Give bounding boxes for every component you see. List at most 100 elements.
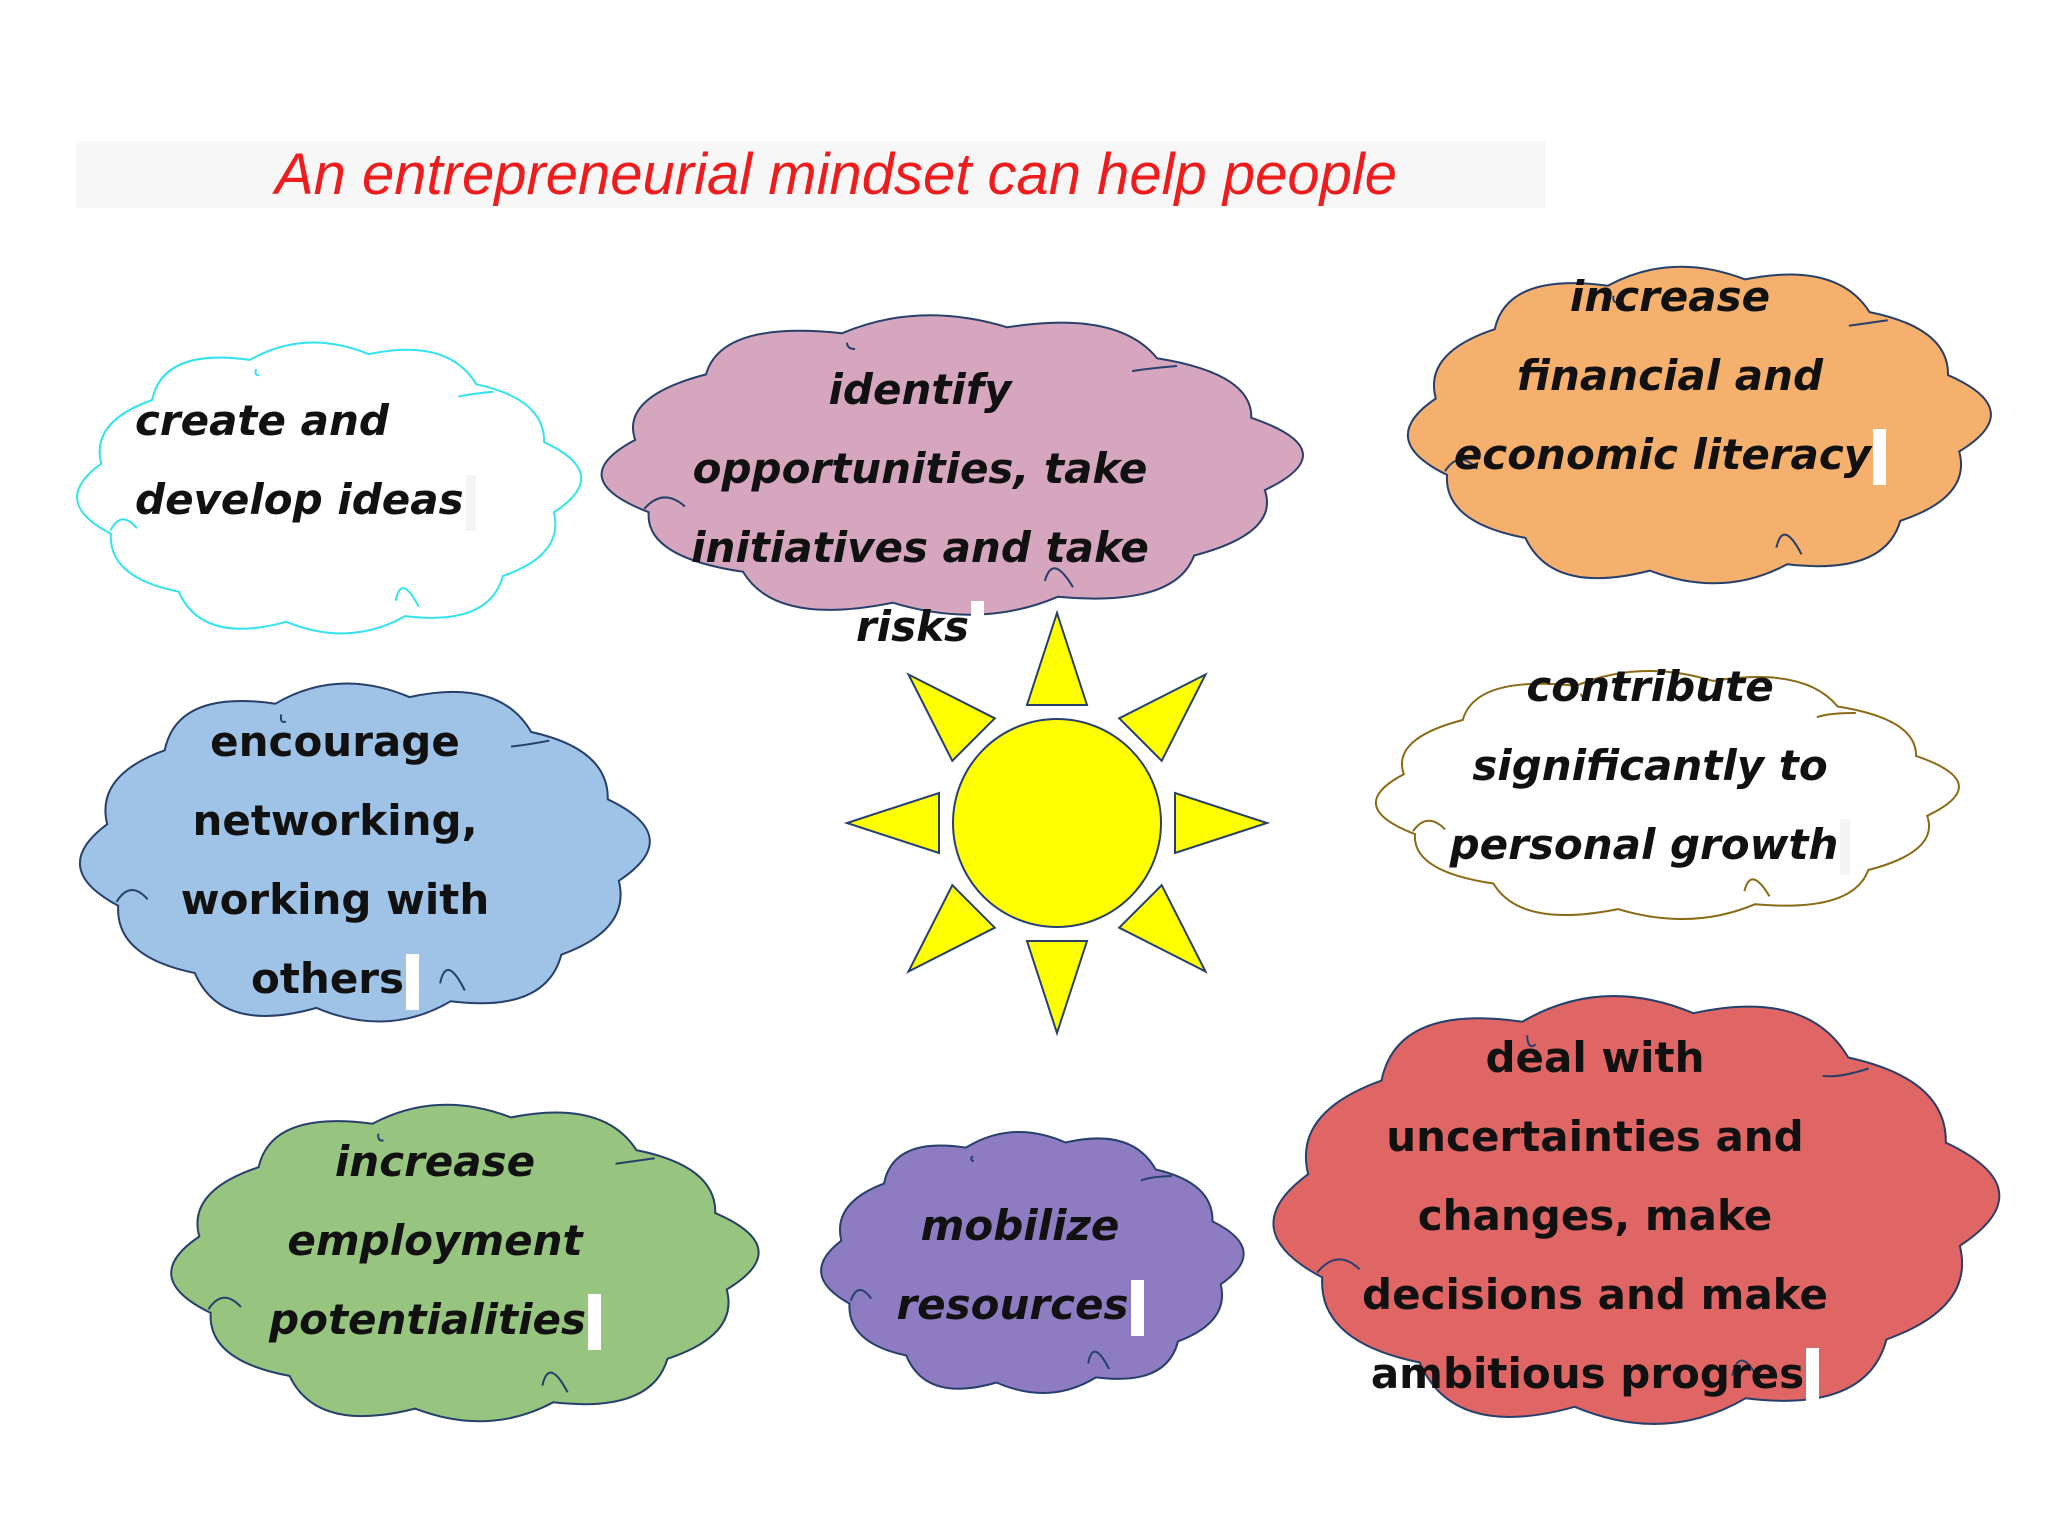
cloud-label-text: potentialities bbox=[269, 1294, 586, 1344]
cloud-label-text: deal with bbox=[1485, 1032, 1705, 1082]
cloud-label-line: develop ideas bbox=[135, 460, 476, 539]
sun-icon bbox=[843, 609, 1271, 1037]
cloud-label-line: opportunities, take bbox=[693, 429, 1148, 508]
cloud-label-text: employment bbox=[287, 1215, 583, 1265]
text-cursor-mark bbox=[587, 1294, 601, 1350]
page-title: An entrepreneurial mindset can help peop… bbox=[274, 142, 1398, 207]
cloud-fold bbox=[439, 969, 466, 991]
cloud-label-line: resources bbox=[896, 1265, 1144, 1344]
cloud-label-line: uncertainties and bbox=[1386, 1097, 1804, 1176]
cloud-fold bbox=[541, 1371, 569, 1393]
cloud-fold bbox=[1043, 567, 1074, 588]
cloud-label-line: decisions and make bbox=[1362, 1255, 1828, 1334]
cloud-label-line: identify bbox=[829, 350, 1012, 429]
cloud-create-develop-ideas bbox=[76, 341, 583, 635]
cloud-label-identify-opportunities: identify opportunities, take initiatives a… bbox=[690, 340, 1150, 675]
cloud-label-text: decisions and make bbox=[1362, 1269, 1828, 1319]
text-cursor-mark bbox=[971, 601, 985, 657]
cloud-label-line: significantly to bbox=[1472, 726, 1827, 805]
cloud-fold bbox=[1087, 1350, 1110, 1370]
cloud-label-text: increase bbox=[1569, 271, 1771, 321]
cloud-label-line: contribute bbox=[1526, 647, 1773, 726]
cloud-label-text: increase bbox=[334, 1136, 536, 1186]
cloud-fold bbox=[643, 496, 686, 510]
cloud-label-text: risks bbox=[855, 601, 970, 651]
cloud-label-text: personal growth bbox=[1449, 819, 1839, 869]
cloud-label-line: increase bbox=[1570, 257, 1770, 336]
title-band bbox=[76, 141, 1546, 208]
cloud-label-line: economic literacy bbox=[1454, 415, 1887, 494]
cloud-fold bbox=[109, 518, 138, 531]
cloud-icon bbox=[76, 341, 583, 635]
cloud-fold bbox=[1775, 533, 1803, 555]
cloud-icon bbox=[1272, 995, 2001, 1425]
cloud-fold bbox=[1816, 711, 1856, 719]
sun-ray bbox=[906, 883, 997, 974]
cloud-label-text: develop ideas bbox=[135, 475, 464, 524]
cloud-label-text: contribute bbox=[1526, 661, 1774, 711]
text-cursor-mark bbox=[1130, 1279, 1144, 1336]
cloud-fold bbox=[1526, 1035, 1537, 1048]
cloud-label-mobilize-resources: mobilize resources bbox=[880, 1190, 1160, 1340]
cloud-label-text: identify bbox=[828, 364, 1012, 414]
sun-ray bbox=[1025, 609, 1089, 706]
cloud-label-line: deal with bbox=[1485, 1018, 1704, 1097]
cloud-icon bbox=[170, 1103, 760, 1423]
cloud-label-line: increase bbox=[335, 1122, 535, 1201]
sun-ray bbox=[1117, 672, 1208, 763]
cloud-fold bbox=[1731, 1359, 1762, 1386]
cloud-label-line: others bbox=[250, 939, 420, 1018]
cloud-fold bbox=[254, 368, 260, 377]
cloud-fold bbox=[1612, 295, 1619, 304]
text-cursor-mark bbox=[1806, 1348, 1820, 1404]
cloud-fold bbox=[849, 1289, 873, 1302]
cloud-label-text: changes, make bbox=[1417, 1190, 1773, 1240]
cloud-icon bbox=[79, 682, 651, 1023]
cloud-encourage-networking bbox=[79, 682, 651, 1023]
cloud-fold bbox=[1848, 319, 1888, 327]
cloud-label-line: create and bbox=[135, 381, 389, 460]
cloud-icon bbox=[1374, 670, 1960, 920]
cloud-label-text: encourage bbox=[210, 717, 460, 766]
cloud-personal-growth bbox=[1374, 670, 1960, 920]
cloud-label-employment-potentialities: increase employment potentialities bbox=[269, 1120, 601, 1360]
cloud-fold bbox=[1140, 1175, 1172, 1182]
cloud-fold bbox=[1412, 819, 1446, 832]
cloud-label-text: others bbox=[250, 954, 405, 1003]
cloud-label-text: resources bbox=[896, 1280, 1129, 1329]
cloud-icon bbox=[1407, 265, 1992, 585]
cloud-label-text: significantly to bbox=[1472, 740, 1828, 790]
cloud-employment-potentialities bbox=[170, 1103, 760, 1423]
text-cursor-mark bbox=[1873, 429, 1887, 485]
text-cursor-mark bbox=[465, 474, 476, 531]
cloud-label-text: uncertainties and bbox=[1386, 1111, 1804, 1161]
cloud-label-line: employment bbox=[287, 1201, 582, 1280]
cloud-fold bbox=[1580, 693, 1587, 700]
cloud-label-text: networking, bbox=[192, 796, 478, 845]
cloud-fold bbox=[1316, 1258, 1361, 1274]
sun-ray bbox=[906, 672, 997, 763]
cloud-label-text: mobilize bbox=[920, 1201, 1120, 1250]
cloud-label-personal-growth: contribute significantly to personal growt… bbox=[1420, 650, 1880, 880]
cloud-fold bbox=[1743, 878, 1771, 897]
cloud-label-line: changes, make bbox=[1418, 1176, 1773, 1255]
cloud-financial-literacy bbox=[1407, 265, 1992, 585]
cloud-label-line: financial and bbox=[1517, 336, 1823, 415]
cloud-label-text: create and bbox=[135, 396, 389, 445]
cloud-label-line: networking, bbox=[192, 781, 477, 860]
cloud-label-text: opportunities, take bbox=[692, 443, 1148, 493]
cloud-label-create-develop-ideas: create and develop ideas bbox=[135, 380, 485, 540]
cloud-label-text: initiatives and take bbox=[691, 522, 1149, 572]
cloud-fold bbox=[970, 1155, 975, 1163]
cloud-fold bbox=[207, 1296, 242, 1310]
sun-disc bbox=[952, 718, 1162, 928]
sun-ray bbox=[1117, 883, 1208, 974]
cloud-fold bbox=[377, 1133, 384, 1142]
sun-ray bbox=[1174, 791, 1271, 855]
cloud-deal-with-uncertainties bbox=[1272, 995, 2001, 1425]
cloud-fold bbox=[279, 714, 287, 723]
